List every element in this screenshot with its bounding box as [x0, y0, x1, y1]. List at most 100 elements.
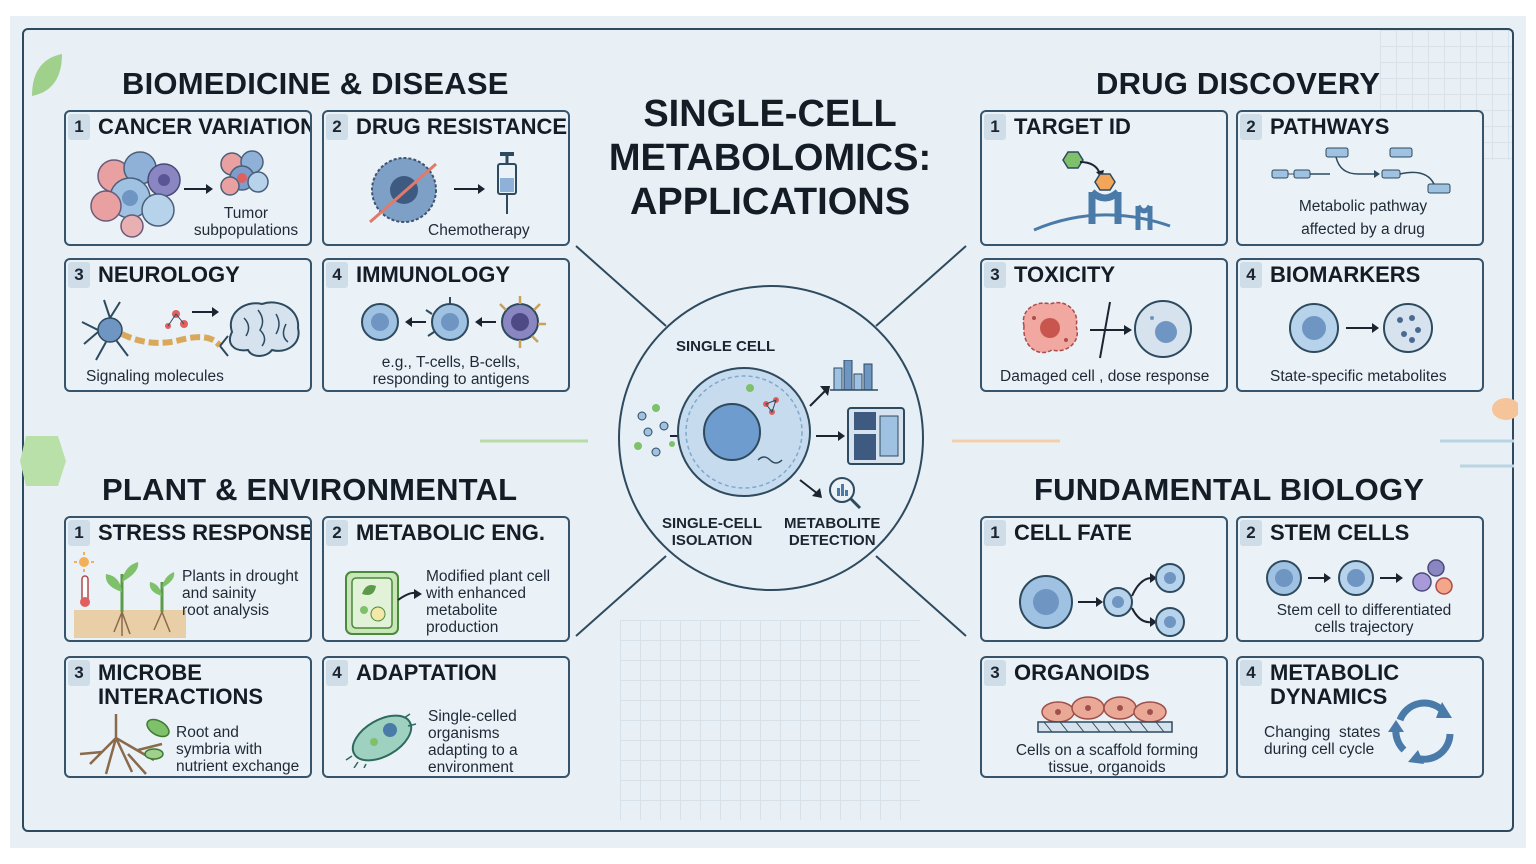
roots-icon: [79, 714, 170, 775]
caption-line: environment: [428, 759, 514, 776]
biomarker-cell-icon: [1289, 303, 1433, 353]
card-number: 3: [68, 262, 90, 288]
caption-line: Cells on a scaffold forming: [1015, 742, 1199, 759]
card-caption: Modified plant cell with enhanced metabo…: [426, 568, 568, 636]
immune-cell-icon: [361, 296, 546, 348]
pathway-icon: [1271, 147, 1451, 194]
card-caption: Signaling molecules: [86, 368, 224, 385]
caption-line: e.g., T-cells, B-cells,: [381, 354, 521, 371]
dose-arrow-icon: [1090, 301, 1132, 359]
card-title: MICROBE INTERACTIONS: [98, 661, 263, 709]
card-number: 2: [326, 114, 348, 140]
caption-line: during cell cycle: [1264, 741, 1375, 758]
single-cell-icon: [634, 360, 905, 510]
stem-cell-trajectory-icon: [1266, 559, 1453, 596]
card-title-line: INTERACTIONS: [98, 684, 263, 709]
neuron-icon: [81, 299, 229, 361]
differentiation-icon: [1019, 563, 1185, 637]
main-title-line-3: APPLICATIONS: [629, 181, 911, 223]
section-title-fundamental: FUNDAMENTAL BIOLOGY: [1034, 472, 1425, 507]
card-immunology: 4 IMMUNOLOGY e.g., T-cells, B-cells, res…: [322, 258, 570, 392]
card-title: NEUROLOGY: [98, 262, 240, 287]
card-number: 2: [1240, 520, 1262, 546]
card-title: ORGANOIDS: [1014, 660, 1150, 685]
card-number: 4: [326, 660, 348, 686]
caption-line: adapting to a: [428, 742, 518, 759]
card-number: 4: [1240, 660, 1262, 686]
arrow-icon: [184, 184, 213, 194]
caption-line: metabolite: [426, 602, 498, 619]
caption-line: tissue, organoids: [1048, 759, 1166, 776]
caption-line: root analysis: [182, 602, 270, 619]
caption-line: affected by a drug: [1301, 221, 1425, 238]
card-title: DRUG RESISTANCE: [356, 114, 568, 139]
microbe-icon: [345, 713, 417, 768]
signaling-molecule-icon: [165, 307, 219, 329]
card-number: 2: [326, 520, 348, 546]
caption-line: Metabolic pathway: [1298, 198, 1428, 215]
card-microbe-interactions: 3 MICROBE INTERACTIONS Root and symbria …: [64, 656, 312, 778]
card-title-line: METABOLIC: [1270, 660, 1400, 685]
single-cell-label: SINGLE CELL: [676, 338, 776, 355]
card-toxicity: 3 TOXICITY Damaged cell , dose response: [980, 258, 1228, 392]
label-line: DETECTION: [788, 532, 876, 549]
card-title: TARGET ID: [1014, 114, 1131, 139]
card-caption: Cells on a scaffold forming tissue, orga…: [992, 742, 1222, 776]
card-title: METABOLIC ENG.: [356, 520, 546, 545]
caption-line: Stem cell to differentiated: [1276, 602, 1452, 619]
card-metabolic-eng: 2 METABOLIC ENG. Modified plant cell wit…: [322, 516, 570, 642]
single-cell-isolation-label: SINGLE-CELL ISOLATION: [662, 515, 762, 549]
caption-line: organisms: [428, 725, 500, 742]
card-caption: Stem cell to differentiated cells trajec…: [1254, 602, 1474, 636]
plant-cell-icon: [345, 571, 422, 635]
card-title: TOXICITY: [1014, 262, 1116, 287]
caption-line: Changing states: [1264, 724, 1381, 741]
card-number: 4: [326, 262, 348, 288]
card-pathways: 2 PATHWAYS Metabolic pathway affected by…: [1236, 110, 1484, 246]
brain-icon: [229, 301, 300, 357]
card-title: ADAPTATION: [356, 660, 497, 685]
card-organoids: 3 ORGANOIDS Cells on a scaffold forming …: [980, 656, 1228, 778]
caption-line: Single-celled: [428, 708, 517, 725]
card-title-line: MICROBE: [98, 660, 202, 685]
card-title-line: DYNAMICS: [1270, 684, 1388, 709]
card-number: 1: [984, 520, 1006, 546]
arrow-icon: [454, 184, 485, 194]
card-number: 3: [984, 262, 1006, 288]
card-title: PATHWAYS: [1270, 114, 1390, 139]
caption-line: cells trajectory: [1314, 619, 1414, 636]
caption-line: Plants in drought: [182, 568, 299, 585]
receptor-icon: [1033, 151, 1171, 232]
card-caption: State-specific metabolites: [1270, 368, 1447, 385]
card-caption: Tumor subpopulations: [186, 205, 306, 239]
caption-line: Modified plant cell: [426, 568, 551, 585]
label-line: SINGLE-CELL: [662, 515, 762, 532]
card-caption: Chemotherapy: [428, 222, 530, 239]
card-title: BIOMARKERS: [1270, 262, 1421, 287]
section-title-biomedicine: BIOMEDICINE & DISEASE: [122, 66, 509, 101]
caption-line: and sainity: [182, 585, 257, 602]
card-number: 3: [984, 660, 1006, 686]
card-number: 4: [1240, 262, 1262, 288]
card-stem-cells: 2 STEM CELLS Stem cell to differentiated…: [1236, 516, 1484, 642]
metabolite-detection-label: METABOLITE DETECTION: [784, 515, 880, 549]
card-caption: Changing states during cell cycle: [1264, 724, 1404, 758]
section-title-drug-discovery: DRUG DISCOVERY: [1096, 66, 1381, 101]
syringe-icon: [497, 152, 517, 214]
card-title: IMMUNOLOGY: [356, 262, 510, 287]
card-adaptation: 4 ADAPTATION Single-celled organisms ada…: [322, 656, 570, 778]
grid-decoration-bottom: [620, 620, 920, 820]
card-number: 2: [1240, 114, 1262, 140]
card-stress-response: 1 STRESS RESPONSE Plants in drought and …: [64, 516, 312, 642]
tumor-subpopulation-icon: [220, 150, 269, 196]
label-line: ISOLATION: [671, 532, 753, 549]
orange-blob-decoration: [1492, 398, 1518, 420]
card-metabolic-dynamics: 4 METABOLIC DYNAMICS Changing states dur…: [1236, 656, 1484, 778]
card-target-id: 1 TARGET ID: [980, 110, 1228, 246]
card-cell-fate: 1 CELL FATE: [980, 516, 1228, 642]
caption-line: responding to antigens: [372, 371, 530, 388]
main-title-line-1: SINGLE-CELL: [643, 93, 897, 135]
card-caption: Single-celled organisms adapting to a en…: [428, 708, 568, 776]
caption-line: nutrient exchange: [176, 758, 300, 775]
